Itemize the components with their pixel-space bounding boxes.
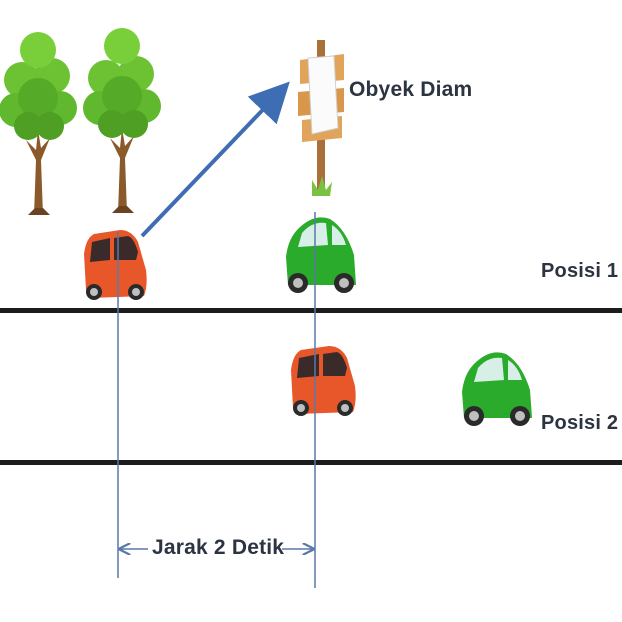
orange-car-icon (291, 346, 356, 416)
orange-car-icon (84, 230, 147, 300)
tree-icon (83, 28, 161, 213)
tree-icon (0, 32, 77, 215)
road-line-top (0, 308, 622, 313)
stationary-object-label: Obyek Diam (349, 78, 473, 101)
green-car-icon (462, 352, 532, 426)
signpost-icon (298, 40, 344, 196)
motion-arrow (140, 81, 290, 238)
green-car-icon (286, 217, 356, 293)
distance-label: Jarak 2 Detik (152, 536, 285, 559)
road-line-bottom (0, 460, 622, 465)
position-2-label: Posisi 2 (541, 412, 619, 434)
position-1-label: Posisi 1 (541, 260, 619, 282)
